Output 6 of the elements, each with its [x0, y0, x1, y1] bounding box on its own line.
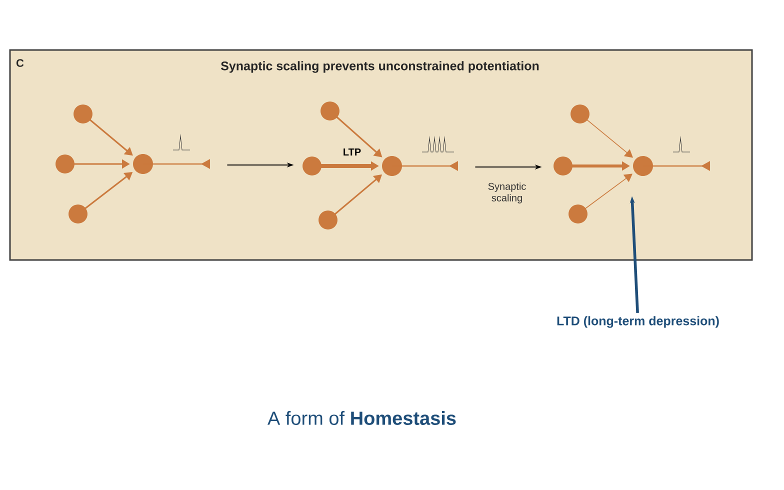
- caption-text: A form of Homestasis: [268, 411, 456, 425]
- callout-label: LTD (long-term depression): [557, 316, 719, 328]
- panel-letter: C: [16, 59, 24, 67]
- ltp-label: LTP: [344, 148, 361, 156]
- panel-title: Synaptic scaling prevents unconstrained potentiation: [220, 61, 539, 73]
- edge-label: Synaptic scaling: [488, 182, 526, 204]
